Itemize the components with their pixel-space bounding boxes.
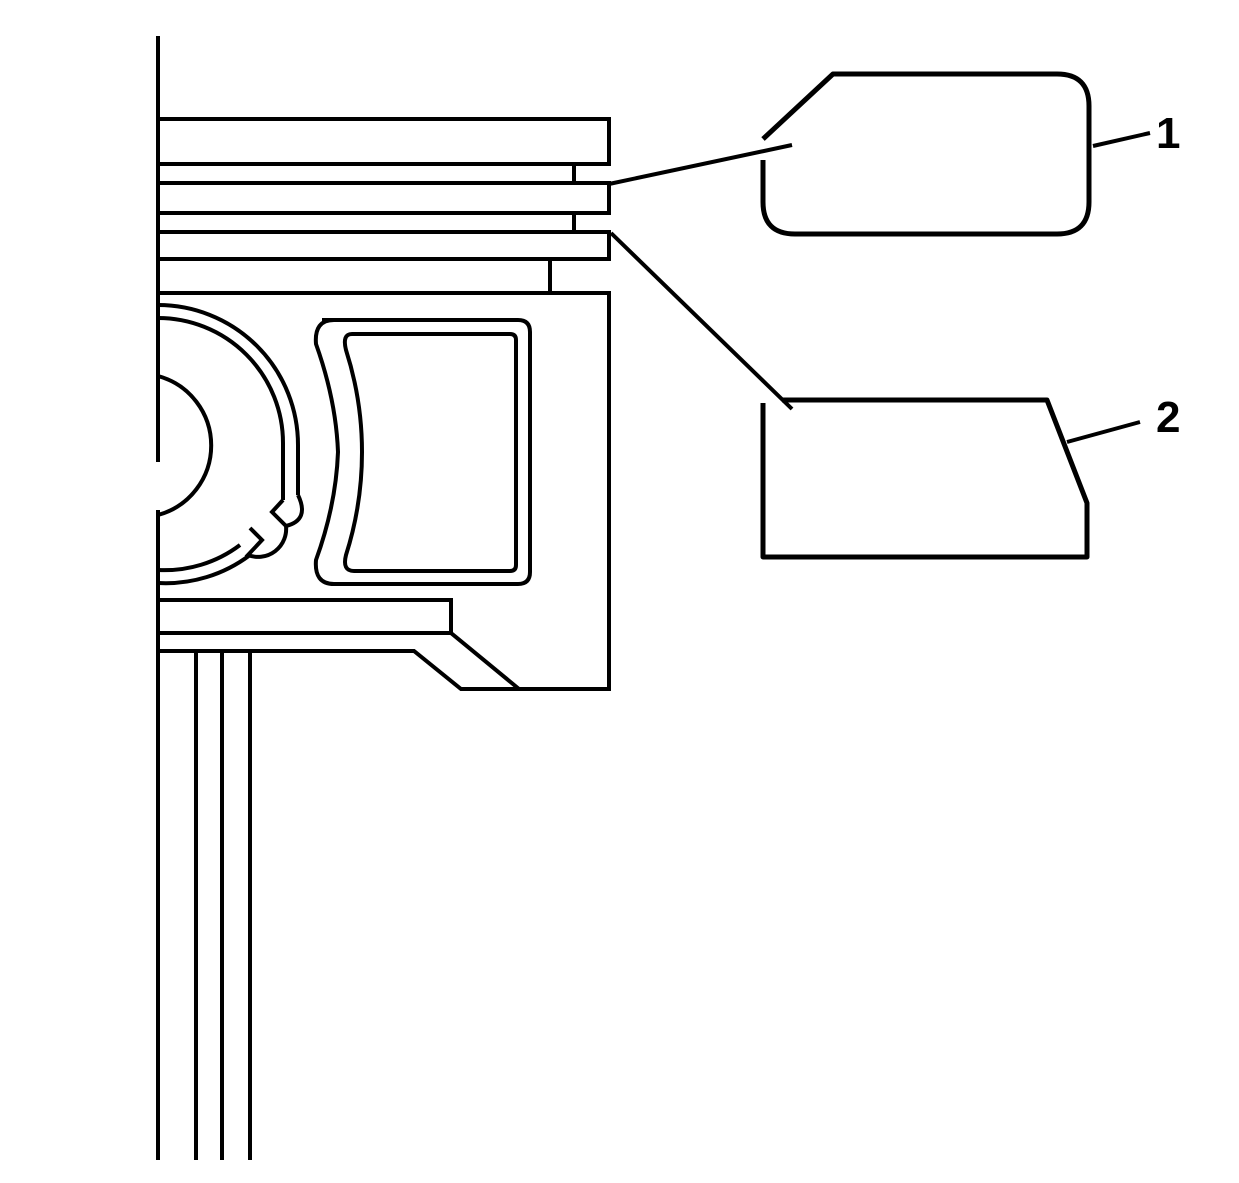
piston-pin-boss	[157, 303, 532, 586]
connecting-rod	[194, 650, 252, 1160]
leader-lines	[608, 143, 794, 411]
ring-profile-2: 2	[760, 393, 1180, 560]
callout-label-1: 1	[1156, 109, 1180, 158]
piston-skirt	[158, 291, 611, 691]
callout-label-2: 2	[1156, 393, 1180, 442]
ring-profile-1: 1	[760, 71, 1180, 237]
piston-ring-lands	[158, 117, 611, 293]
